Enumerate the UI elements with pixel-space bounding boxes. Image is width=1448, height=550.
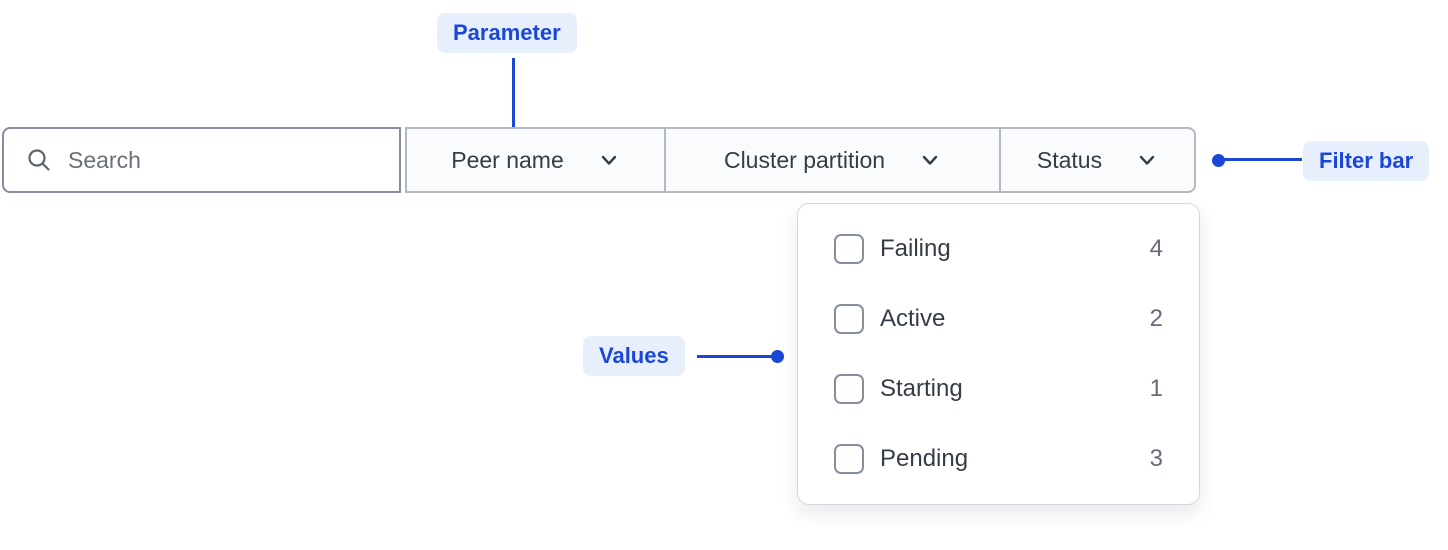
chevron-down-icon [1139,155,1155,165]
option-label: Failing [880,235,951,262]
filter-dropdown-group: Peer name Cluster partition Status [405,127,1196,193]
filter-bar-connector-dot [1212,154,1225,167]
status-filter-menu: Failing 4 Active 2 Starting 1 Pending 3 [797,203,1200,505]
search-box[interactable] [2,127,401,193]
option-label: Pending [880,445,969,472]
option-label: Starting [880,375,963,402]
dropdown-cluster-partition-label: Cluster partition [723,146,886,173]
dropdown-peer-name-label: Peer name [451,146,564,173]
search-icon [28,149,50,171]
option-count: 2 [1149,305,1163,332]
dropdown-status[interactable]: Status [999,129,1194,191]
menu-item-active[interactable]: Active 2 [798,284,1199,354]
chevron-down-icon [922,155,938,165]
checkbox[interactable] [834,374,864,404]
parameter-annotation-badge: Parameter [437,13,577,53]
chevron-down-icon [601,155,616,165]
option-count: 4 [1149,235,1163,262]
menu-item-failing[interactable]: Failing 4 [798,214,1199,284]
option-label: Active [880,305,946,332]
menu-item-starting[interactable]: Starting 1 [798,354,1199,424]
filter-bar-connector-line [1224,158,1302,161]
dropdown-cluster-partition[interactable]: Cluster partition [664,129,999,191]
parameter-connector-line [512,58,515,136]
filter-bar-annotation-badge: Filter bar [1303,141,1430,181]
dropdown-status-label: Status [1036,146,1103,173]
filter-bar: Peer name Cluster partition Status [2,127,1196,193]
menu-item-pending[interactable]: Pending 3 [798,424,1199,494]
values-connector-dot [771,350,784,363]
checkbox[interactable] [834,234,864,264]
search-input[interactable] [68,146,368,174]
option-count: 3 [1149,445,1163,472]
checkbox[interactable] [834,304,864,334]
dropdown-peer-name[interactable]: Peer name [407,129,664,191]
values-annotation-badge: Values [583,336,685,376]
checkbox[interactable] [834,444,864,474]
values-connector-line [697,355,772,358]
option-count: 1 [1149,375,1163,402]
